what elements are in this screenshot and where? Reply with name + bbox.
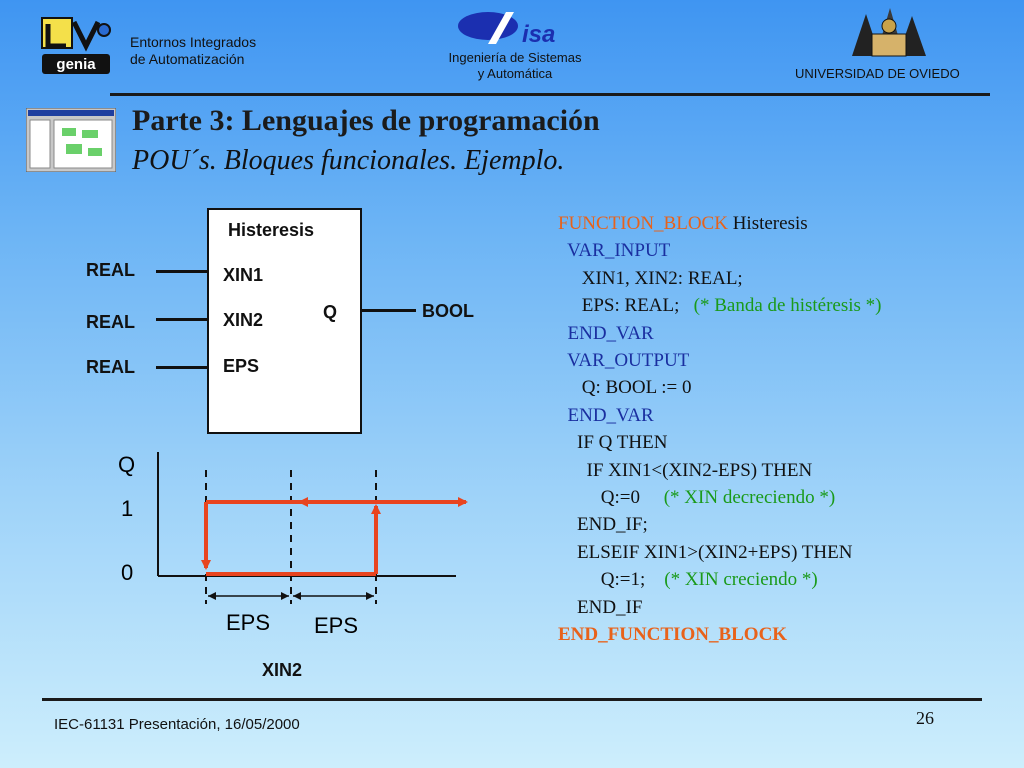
- isa-logo: isa: [448, 6, 568, 50]
- header-left-text: Entornos Integrados de Automatización: [130, 34, 256, 68]
- software-thumbnail-icon: [25, 107, 117, 173]
- header-center-line1: Ingeniería de Sistemas: [448, 50, 582, 65]
- function-block-box: [207, 208, 362, 434]
- output-name: Q: [323, 302, 338, 322]
- footer-text: IEC-61131 Presentación, 16/05/2000: [54, 716, 300, 733]
- isa-logo-icon: isa: [458, 12, 555, 48]
- code-line-1-name: Histeresis: [727, 213, 808, 234]
- code-line-14-comment: (* XIN creciendo *): [645, 569, 818, 591]
- code-line-14: Q:=1;: [558, 569, 646, 591]
- slide-subtitle: POU´s. Bloques funcionales. Ejemplo.: [132, 145, 565, 176]
- header-left-line1: Entornos Integrados: [130, 34, 257, 50]
- code-line-2: VAR_INPUT: [558, 240, 671, 262]
- code-listing: FUNCTION_BLOCK Histeresis VAR_INPUT XIN1…: [558, 210, 882, 649]
- output-type: BOOL: [422, 301, 474, 321]
- hysteresis-graph: [157, 452, 468, 604]
- footer-divider: [42, 698, 982, 701]
- header-center-line2: y Automática: [477, 66, 553, 81]
- header-divider: [110, 93, 990, 96]
- input-wire-1: [156, 270, 207, 273]
- university-seal-icon: [852, 8, 926, 57]
- output-wire: [362, 309, 416, 312]
- input-wire-2: [156, 318, 207, 321]
- university-name: UNIVERSIDAD DE OVIEDO: [795, 66, 960, 81]
- code-line-15: END_IF: [558, 596, 643, 618]
- eps-label-left: EPS: [226, 610, 271, 635]
- input-name-2: XIN2: [223, 310, 264, 330]
- header-center-text: Ingeniería de Sistemas y Automática: [430, 50, 600, 82]
- code-line-5: END_VAR: [558, 322, 654, 344]
- input-type-1: REAL: [86, 260, 135, 280]
- code-line-4: EPS: REAL;: [558, 295, 680, 317]
- genia-logo-icon: genia: [41, 17, 111, 74]
- input-type-2: REAL: [86, 312, 135, 332]
- graph-y-label: Q: [118, 452, 136, 477]
- code-line-1-keyword: FUNCTION_BLOCK: [558, 213, 728, 234]
- hysteresis-loop: [201, 497, 468, 576]
- graph-tick-1: 1: [121, 496, 134, 521]
- code-line-3: XIN1, XIN2: REAL;: [558, 267, 743, 289]
- svg-text:isa: isa: [522, 21, 555, 48]
- code-line-16-keyword: END_FUNCTION_BLOCK: [558, 624, 788, 646]
- input-name-1: XIN1: [223, 265, 264, 285]
- code-line-11-comment: (* XIN decreciendo *): [639, 487, 836, 509]
- header-left-line2: de Automatización: [130, 51, 245, 67]
- svg-text:genia: genia: [56, 56, 96, 73]
- slide-title: Parte 3: Lenguajes de programación: [132, 104, 600, 137]
- input-wire-3: [156, 366, 207, 369]
- code-line-11: Q:=0: [558, 487, 640, 509]
- code-line-4-comment: (* Banda de histéresis *): [679, 295, 882, 317]
- code-line-10: IF XIN1<(XIN2-EPS) THEN: [558, 459, 813, 481]
- code-line-9: IF Q THEN: [558, 432, 668, 454]
- graph-tick-0: 0: [121, 560, 134, 585]
- eps-label-right: EPS: [314, 613, 359, 638]
- page-number: 26: [916, 708, 934, 728]
- code-line-7: Q: BOOL := 0: [558, 377, 692, 399]
- code-line-12: END_IF;: [558, 514, 648, 536]
- code-line-8: END_VAR: [558, 404, 654, 426]
- genia-logo: genia: [40, 16, 112, 76]
- input-type-3: REAL: [86, 357, 135, 377]
- code-line-13: ELSEIF XIN1>(XIN2+EPS) THEN: [558, 541, 853, 563]
- graph-x-label: XIN2: [262, 660, 303, 680]
- input-name-3: EPS: [223, 356, 260, 376]
- code-line-6: VAR_OUTPUT: [558, 350, 690, 372]
- block-name: Histeresis: [228, 220, 315, 240]
- university-seal: [846, 4, 932, 58]
